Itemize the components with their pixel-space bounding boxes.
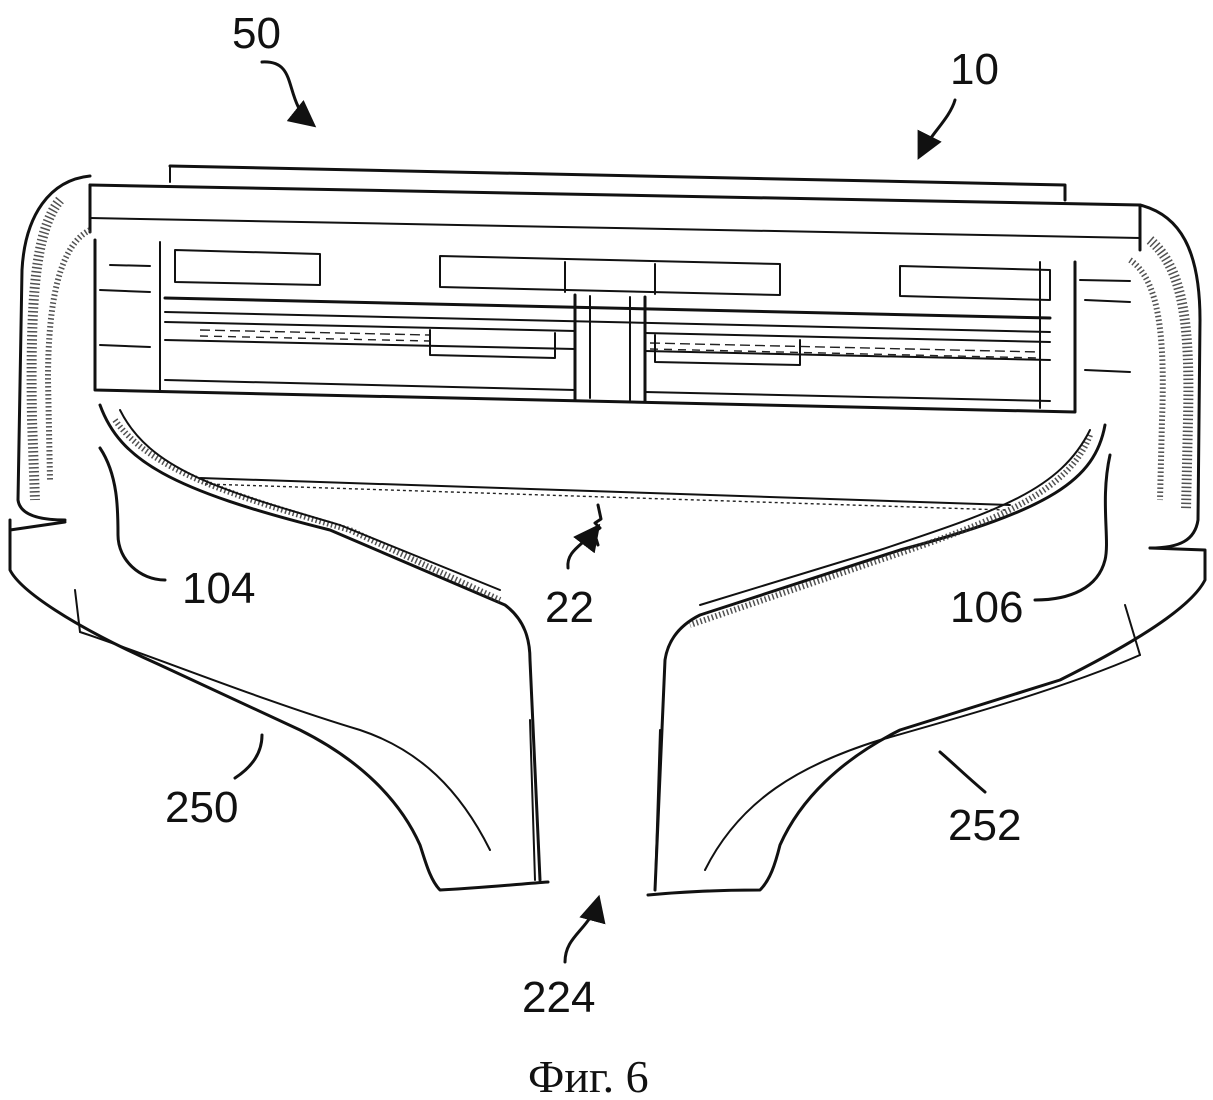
- label-252: 252: [948, 801, 1021, 850]
- label-224: 224: [522, 973, 595, 1022]
- label-250: 250: [165, 783, 238, 832]
- leader-250: [233, 733, 264, 780]
- leader-252: [938, 750, 987, 794]
- label-104: 104: [182, 564, 255, 613]
- leader-106: [1033, 453, 1112, 602]
- razor-cartridge: [8, 164, 1207, 897]
- figure-caption: Фиг. 6: [528, 1051, 649, 1100]
- label-22: 22: [545, 583, 594, 632]
- label-10: 10: [950, 45, 999, 94]
- reference-labels: 50 10 22 104 106 250 252 224: [165, 9, 1023, 1022]
- arrow-10: [917, 98, 957, 160]
- label-50: 50: [232, 9, 281, 58]
- arrow-50: [260, 60, 317, 128]
- leader-lines: [98, 60, 1112, 964]
- leader-104: [98, 446, 167, 582]
- arrow-224: [563, 894, 606, 964]
- leader-22: [592, 503, 603, 547]
- label-106: 106: [950, 583, 1023, 632]
- arrow-22: [566, 523, 601, 570]
